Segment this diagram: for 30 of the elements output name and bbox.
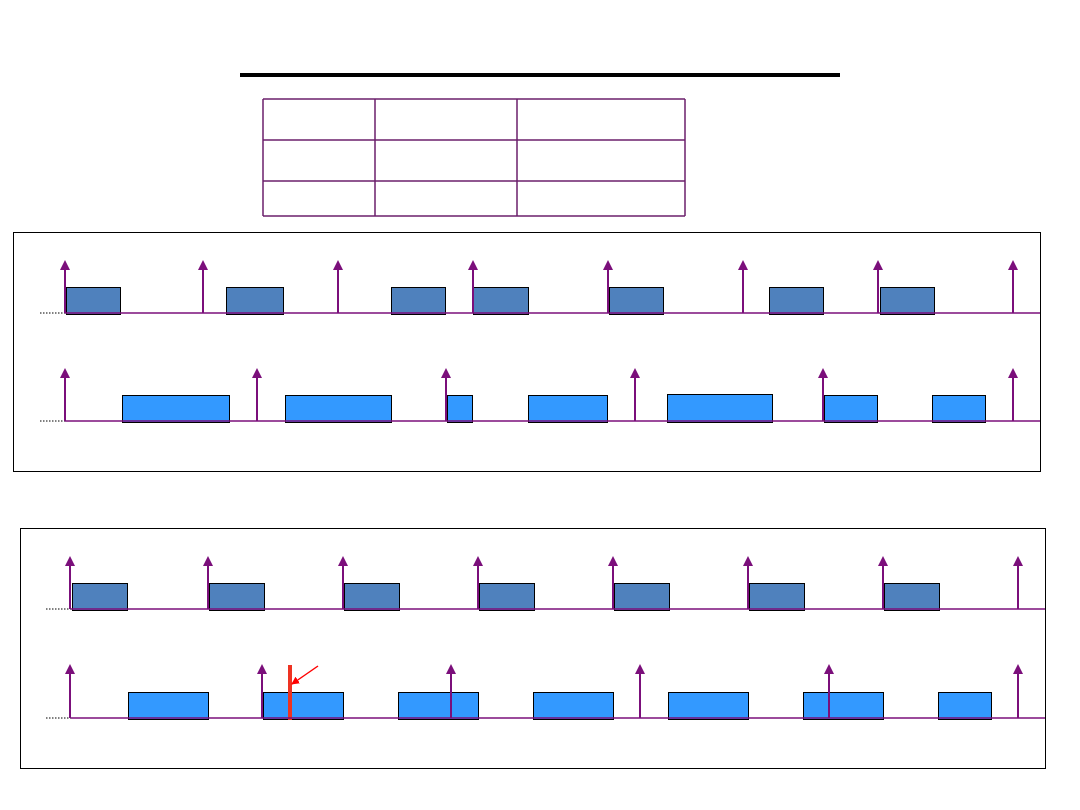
- time-slot-bar: [749, 583, 805, 611]
- time-slot-bar: [285, 395, 392, 423]
- time-slot-bar: [667, 394, 773, 423]
- time-slot-bar: [226, 287, 284, 315]
- time-slot-bar: [128, 692, 209, 720]
- time-slot-bar: [614, 583, 670, 611]
- time-slot-bar: [209, 583, 265, 611]
- time-slot-bar: [72, 583, 128, 611]
- panel-frame: [13, 232, 1041, 472]
- time-slot-bar: [344, 583, 400, 611]
- time-slot-bar: [938, 692, 992, 720]
- time-slot-bar: [479, 583, 535, 611]
- time-slot-bar: [398, 692, 479, 720]
- time-slot-bar: [880, 287, 935, 315]
- time-slot-bar: [473, 287, 529, 315]
- time-slot-bar: [533, 692, 614, 720]
- time-slot-bar: [609, 287, 664, 315]
- time-slot-bar: [391, 287, 446, 315]
- time-slot-bar: [668, 692, 749, 720]
- time-slot-bar: [884, 583, 940, 611]
- time-slot-bar: [803, 692, 884, 720]
- time-slot-bar: [122, 395, 230, 423]
- time-slot-bar: [932, 395, 986, 423]
- time-slot-bar: [66, 287, 121, 315]
- panel-frame: [20, 528, 1046, 769]
- time-slot-bar: [824, 395, 878, 423]
- time-slot-bar: [447, 395, 473, 423]
- time-slot-bar: [528, 395, 608, 423]
- pointer-arrow: [291, 665, 319, 685]
- time-slot-bar: [769, 287, 824, 315]
